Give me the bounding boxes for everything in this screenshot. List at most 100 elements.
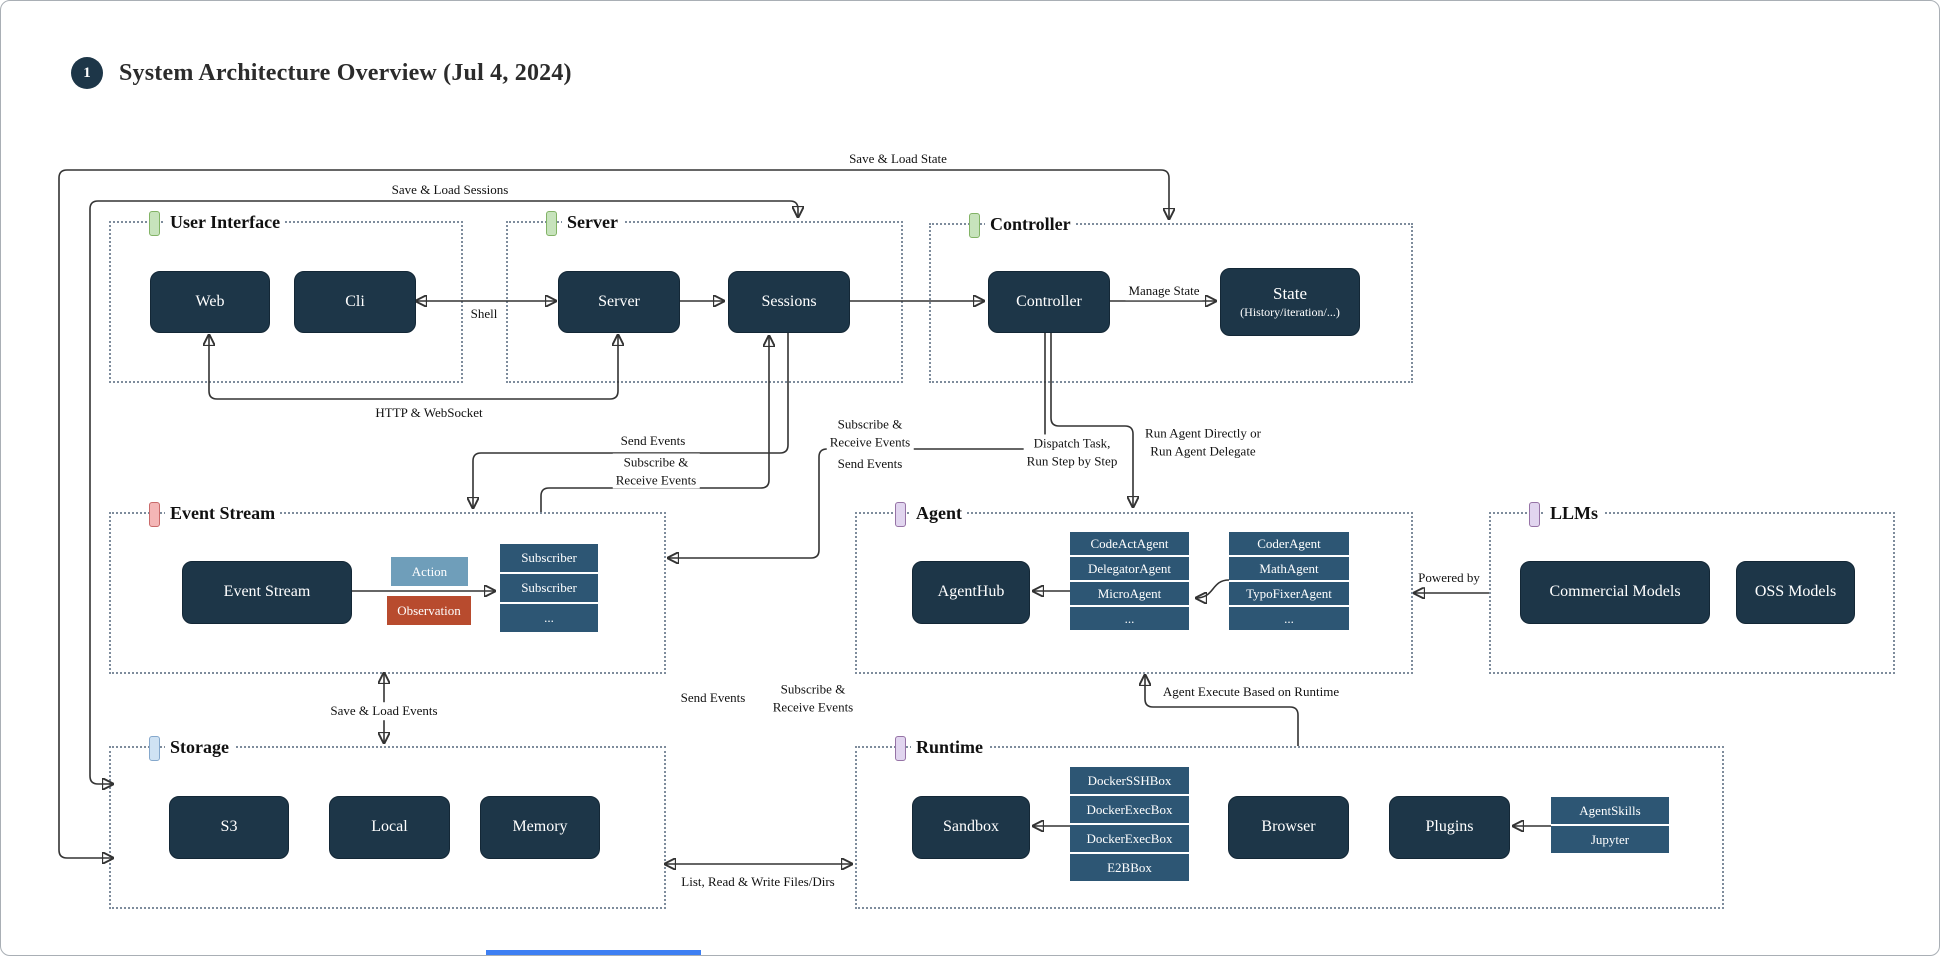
group-bar-icon xyxy=(149,211,160,236)
subscriber-row: Subscriber xyxy=(500,574,598,602)
node-label: Memory xyxy=(512,818,568,836)
row-label: TypoFixerAgent xyxy=(1246,585,1332,601)
node-label: State xyxy=(1273,284,1307,304)
group-label: Storage xyxy=(165,735,234,759)
group-label: Agent xyxy=(911,501,967,525)
node-commercial-models: Commercial Models xyxy=(1520,561,1710,624)
edge-label-send-events-bottom: Send Events xyxy=(677,689,749,707)
node-web: Web xyxy=(150,271,270,333)
group-llms: LLMs xyxy=(1489,501,1895,674)
sandbox-row: E2BBox xyxy=(1070,854,1189,881)
node-cli: Cli xyxy=(294,271,416,333)
row-label: MicroAgent xyxy=(1097,585,1162,601)
chip-label: Observation xyxy=(397,602,461,618)
agent-row: DelegatorAgent xyxy=(1070,557,1189,580)
row-label: Subscriber xyxy=(521,580,577,595)
row-label: ... xyxy=(1124,610,1135,626)
edge-label-send-events-left: Send Events xyxy=(617,432,689,450)
row-label: ... xyxy=(1284,610,1294,626)
group-bar-icon xyxy=(546,211,557,236)
row-label: E2BBox xyxy=(1107,859,1152,875)
edge-label-subscribe-bottom: Subscribe & Receive Events xyxy=(769,680,857,716)
node-label: Controller xyxy=(1016,292,1082,310)
group-bar-icon xyxy=(895,736,906,761)
agent-row: ... xyxy=(1070,607,1189,630)
section-number-badge: 1 xyxy=(71,57,103,89)
node-sessions: Sessions xyxy=(728,271,850,333)
node-controller: Controller xyxy=(988,271,1110,333)
edge-label-save-load-state: Save & Load State xyxy=(846,150,950,168)
node-s3: S3 xyxy=(169,796,289,859)
node-oss-models: OSS Models xyxy=(1736,561,1855,624)
edge-label-list-read-write: List, Read & Write Files/Dirs xyxy=(678,873,838,891)
group-bar-icon xyxy=(149,736,160,761)
node-label: Browser xyxy=(1261,818,1316,836)
edge-label-shell: Shell xyxy=(467,305,501,323)
node-label: OSS Models xyxy=(1754,583,1837,601)
group-bar-icon xyxy=(1529,502,1540,527)
group-label: Event Stream xyxy=(165,501,281,525)
row-label: Jupyter xyxy=(1590,831,1630,847)
group-bar-icon xyxy=(149,502,160,527)
node-sublabel: (History/iteration/...) xyxy=(1240,304,1340,319)
row-label: DelegatorAgent xyxy=(1087,560,1172,576)
group-bar-icon xyxy=(969,213,980,238)
subscriber-row: ... xyxy=(500,604,598,632)
edge-label-dispatch: Dispatch Task, Run Step by Step xyxy=(1023,434,1121,470)
bottom-accent-bar xyxy=(486,950,701,955)
edge-label-send-events-mid: Send Events xyxy=(834,455,906,473)
node-sandbox: Sandbox xyxy=(912,796,1030,859)
plugin-row: Jupyter xyxy=(1551,826,1669,853)
node-label: Plugins xyxy=(1425,818,1474,836)
node-memory: Memory xyxy=(480,796,600,859)
group-label: Runtime xyxy=(911,735,988,759)
row-label: MathAgent xyxy=(1259,560,1319,576)
subscriber-row: Subscriber xyxy=(500,544,598,572)
node-label: Local xyxy=(371,818,408,836)
row-label: AgentSkills xyxy=(1579,802,1641,818)
agent-row: MathAgent xyxy=(1229,557,1349,580)
group-label: Server xyxy=(562,210,623,234)
group-label: LLMs xyxy=(1545,501,1604,525)
plugin-row: AgentSkills xyxy=(1551,797,1669,824)
node-event-stream: Event Stream xyxy=(182,561,352,624)
edge-label-save-load-sessions: Save & Load Sessions xyxy=(388,181,512,199)
edge-label-http-websocket: HTTP & WebSocket xyxy=(372,404,486,422)
agent-row: CoderAgent xyxy=(1229,532,1349,555)
node-agenthub: AgentHub xyxy=(912,561,1030,624)
agent-row: TypoFixerAgent xyxy=(1229,582,1349,605)
node-plugins: Plugins xyxy=(1389,796,1510,859)
edge-label-manage-state: Manage State xyxy=(1125,282,1203,300)
row-label: DockerExecBox xyxy=(1086,830,1173,846)
edge-label-save-load-events: Save & Load Events xyxy=(327,702,441,720)
group-label: Controller xyxy=(985,212,1076,236)
sandbox-row: DockerExecBox xyxy=(1070,796,1189,823)
node-label: S3 xyxy=(220,818,238,836)
edge-label-agent-execute: Agent Execute Based on Runtime xyxy=(1159,683,1343,701)
chip-observation: Observation xyxy=(387,596,471,625)
agent-row: ... xyxy=(1229,607,1349,630)
node-browser: Browser xyxy=(1228,796,1349,859)
sandbox-row: DockerSSHBox xyxy=(1070,767,1189,794)
row-label: CodeActAgent xyxy=(1090,535,1169,551)
diagram-header: 1 System Architecture Overview (Jul 4, 2… xyxy=(71,57,572,89)
row-label: CoderAgent xyxy=(1257,535,1321,551)
node-state: State (History/iteration/...) xyxy=(1220,268,1360,336)
node-server: Server xyxy=(558,271,680,333)
row-label: ... xyxy=(544,610,554,625)
node-label: Server xyxy=(598,292,640,310)
node-label: Sandbox xyxy=(943,818,999,836)
edge-label-subscribe-left: Subscribe & Receive Events xyxy=(612,453,700,489)
row-label: DockerSSHBox xyxy=(1087,772,1172,788)
agent-row: CodeActAgent xyxy=(1070,532,1189,555)
node-label: AgentHub xyxy=(937,583,1005,601)
chip-action: Action xyxy=(391,557,468,586)
edge-label-subscribe-mid: Subscribe & Receive Events xyxy=(826,415,914,451)
node-label: Commercial Models xyxy=(1549,583,1681,601)
node-label: Cli xyxy=(345,292,365,310)
node-local: Local xyxy=(329,796,450,859)
sandbox-row: DockerExecBox xyxy=(1070,825,1189,852)
page-title: System Architecture Overview (Jul 4, 202… xyxy=(119,59,572,86)
chip-label: Action xyxy=(411,563,448,579)
